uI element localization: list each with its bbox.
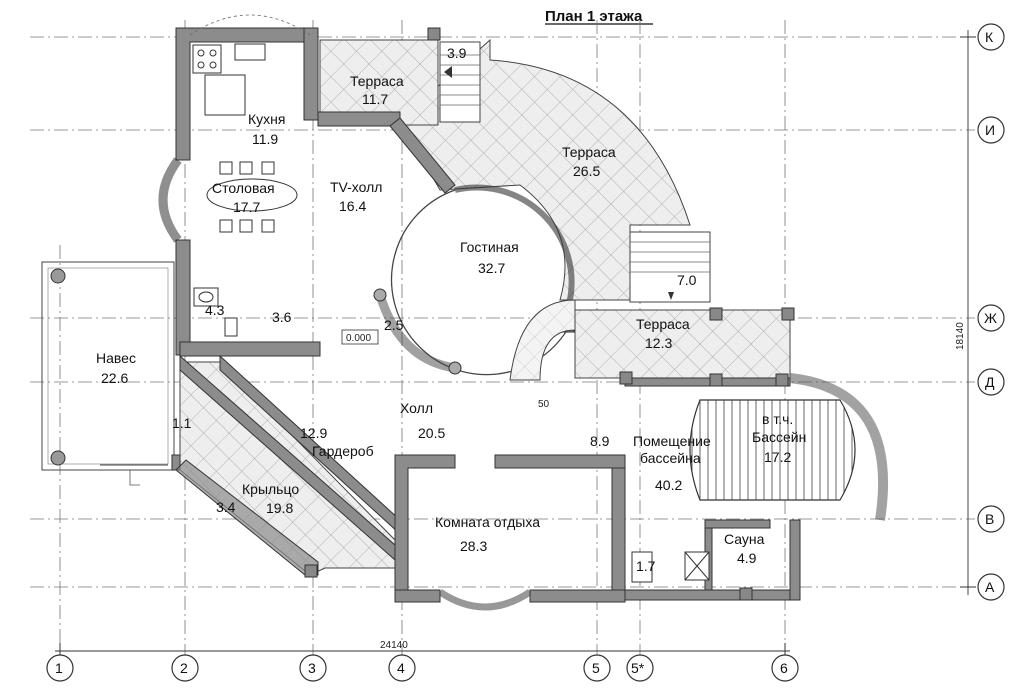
column-axis-markers: 1 2 3 4 5 5* 6 [46,654,799,682]
curved-bench [375,293,456,373]
sauna-area: 4.9 [737,550,757,566]
stairs-right [629,231,711,303]
corridor-area: 3.6 [272,309,292,325]
stair-right-area: 7.0 [677,272,697,288]
terrace-top-floor [319,39,439,126]
spiral-stair [509,299,576,381]
spiral-area: 2.5 [384,317,404,333]
axis-col-6: 6 [780,660,788,676]
pool-room-name-2: бассейна [640,450,701,466]
porch-area: 19.8 [266,500,293,516]
pool-basin [689,399,856,501]
wardrobe-name: Гардероб [312,443,374,459]
room-labels: Кухня 11.9 Столовая 17.7 TV-холл 16.4 Те… [96,73,806,566]
stair-step-label: 50 [538,399,550,410]
total-width-label: 24140 [380,640,408,651]
hall-area: 20.5 [418,425,445,441]
kitchen-name: Кухня [248,111,285,127]
canopy-area-value: 22.6 [101,370,128,386]
terrace-right-area: 12.3 [645,335,672,351]
row-axis-markers: К И Ж Д В А [977,23,1005,601]
plan-title: План 1 этажа [545,8,643,25]
porch-name: Крыльцо [242,481,299,497]
wardrobe-area: 12.9 [300,425,327,441]
stair-top-area: 3.9 [447,45,467,61]
pool-name-2: Бассейн [752,429,806,445]
pool-name-1: в т.ч. [762,411,793,427]
level-mark: 0.000 [346,333,371,344]
axis-row-zh: Ж [984,310,997,326]
dining-area: 17.7 [233,199,260,215]
axis-row-k: К [985,29,994,45]
pool-room-name-1: Помещение [633,433,711,449]
bath-area: 4.3 [205,302,225,318]
axis-col-3: 3 [308,660,316,676]
width-dimension: 24140 [55,640,790,659]
axis-col-2: 2 [180,660,188,676]
stairs-top [439,41,481,123]
sauna-name: Сауна [724,531,765,547]
kitchen-furniture [192,43,298,233]
tv-hall-name: TV-холл [330,179,382,195]
terrace-big-name: Терраса [562,144,616,160]
rest-room-area: 28.3 [460,538,487,554]
terrace-big-area: 26.5 [573,163,600,179]
terrace-top-name: Терраса [350,73,404,89]
shower-area: 1.7 [636,558,656,574]
pool-area: 17.2 [764,449,791,465]
axis-row-v: В [985,511,994,527]
canopy-name: Навес [96,350,136,366]
hall-name: Холл [400,400,433,416]
porch-step-area: 3.4 [216,499,236,515]
living-name: Гостиная [460,239,519,255]
pool-room-area: 40.2 [655,477,682,493]
height-dimension: 18140 [955,30,976,595]
axis-col-5star: 5* [631,660,645,676]
kitchen-area: 11.9 [252,131,278,147]
tv-hall-area: 16.4 [339,198,366,214]
building-walls [158,14,889,611]
axis-col-4: 4 [397,660,405,676]
stair-hall-area: 8.9 [590,433,610,449]
terrace-right-name: Терраса [636,316,690,332]
vestibule-area: 1.1 [172,415,192,431]
living-area: 32.7 [478,260,505,276]
axis-col-5: 5 [592,660,600,676]
level-mark-box [341,329,379,345]
axis-col-1: 1 [55,660,63,676]
dining-name: Столовая [212,180,275,196]
total-height-label: 18140 [955,322,966,350]
terrace-top-area: 11.7 [362,91,388,107]
rest-room-name: Комната отдыха [435,514,540,530]
axis-row-i: И [985,122,995,138]
canopy-area [41,261,175,486]
small-area-labels: 3.9 7.0 4.3 3.6 2.5 1.1 3.4 8.9 1.7 [172,45,697,574]
axis-row-d: Д [985,374,995,390]
axis-row-a: А [985,579,995,595]
bathroom-fixtures [193,287,710,583]
